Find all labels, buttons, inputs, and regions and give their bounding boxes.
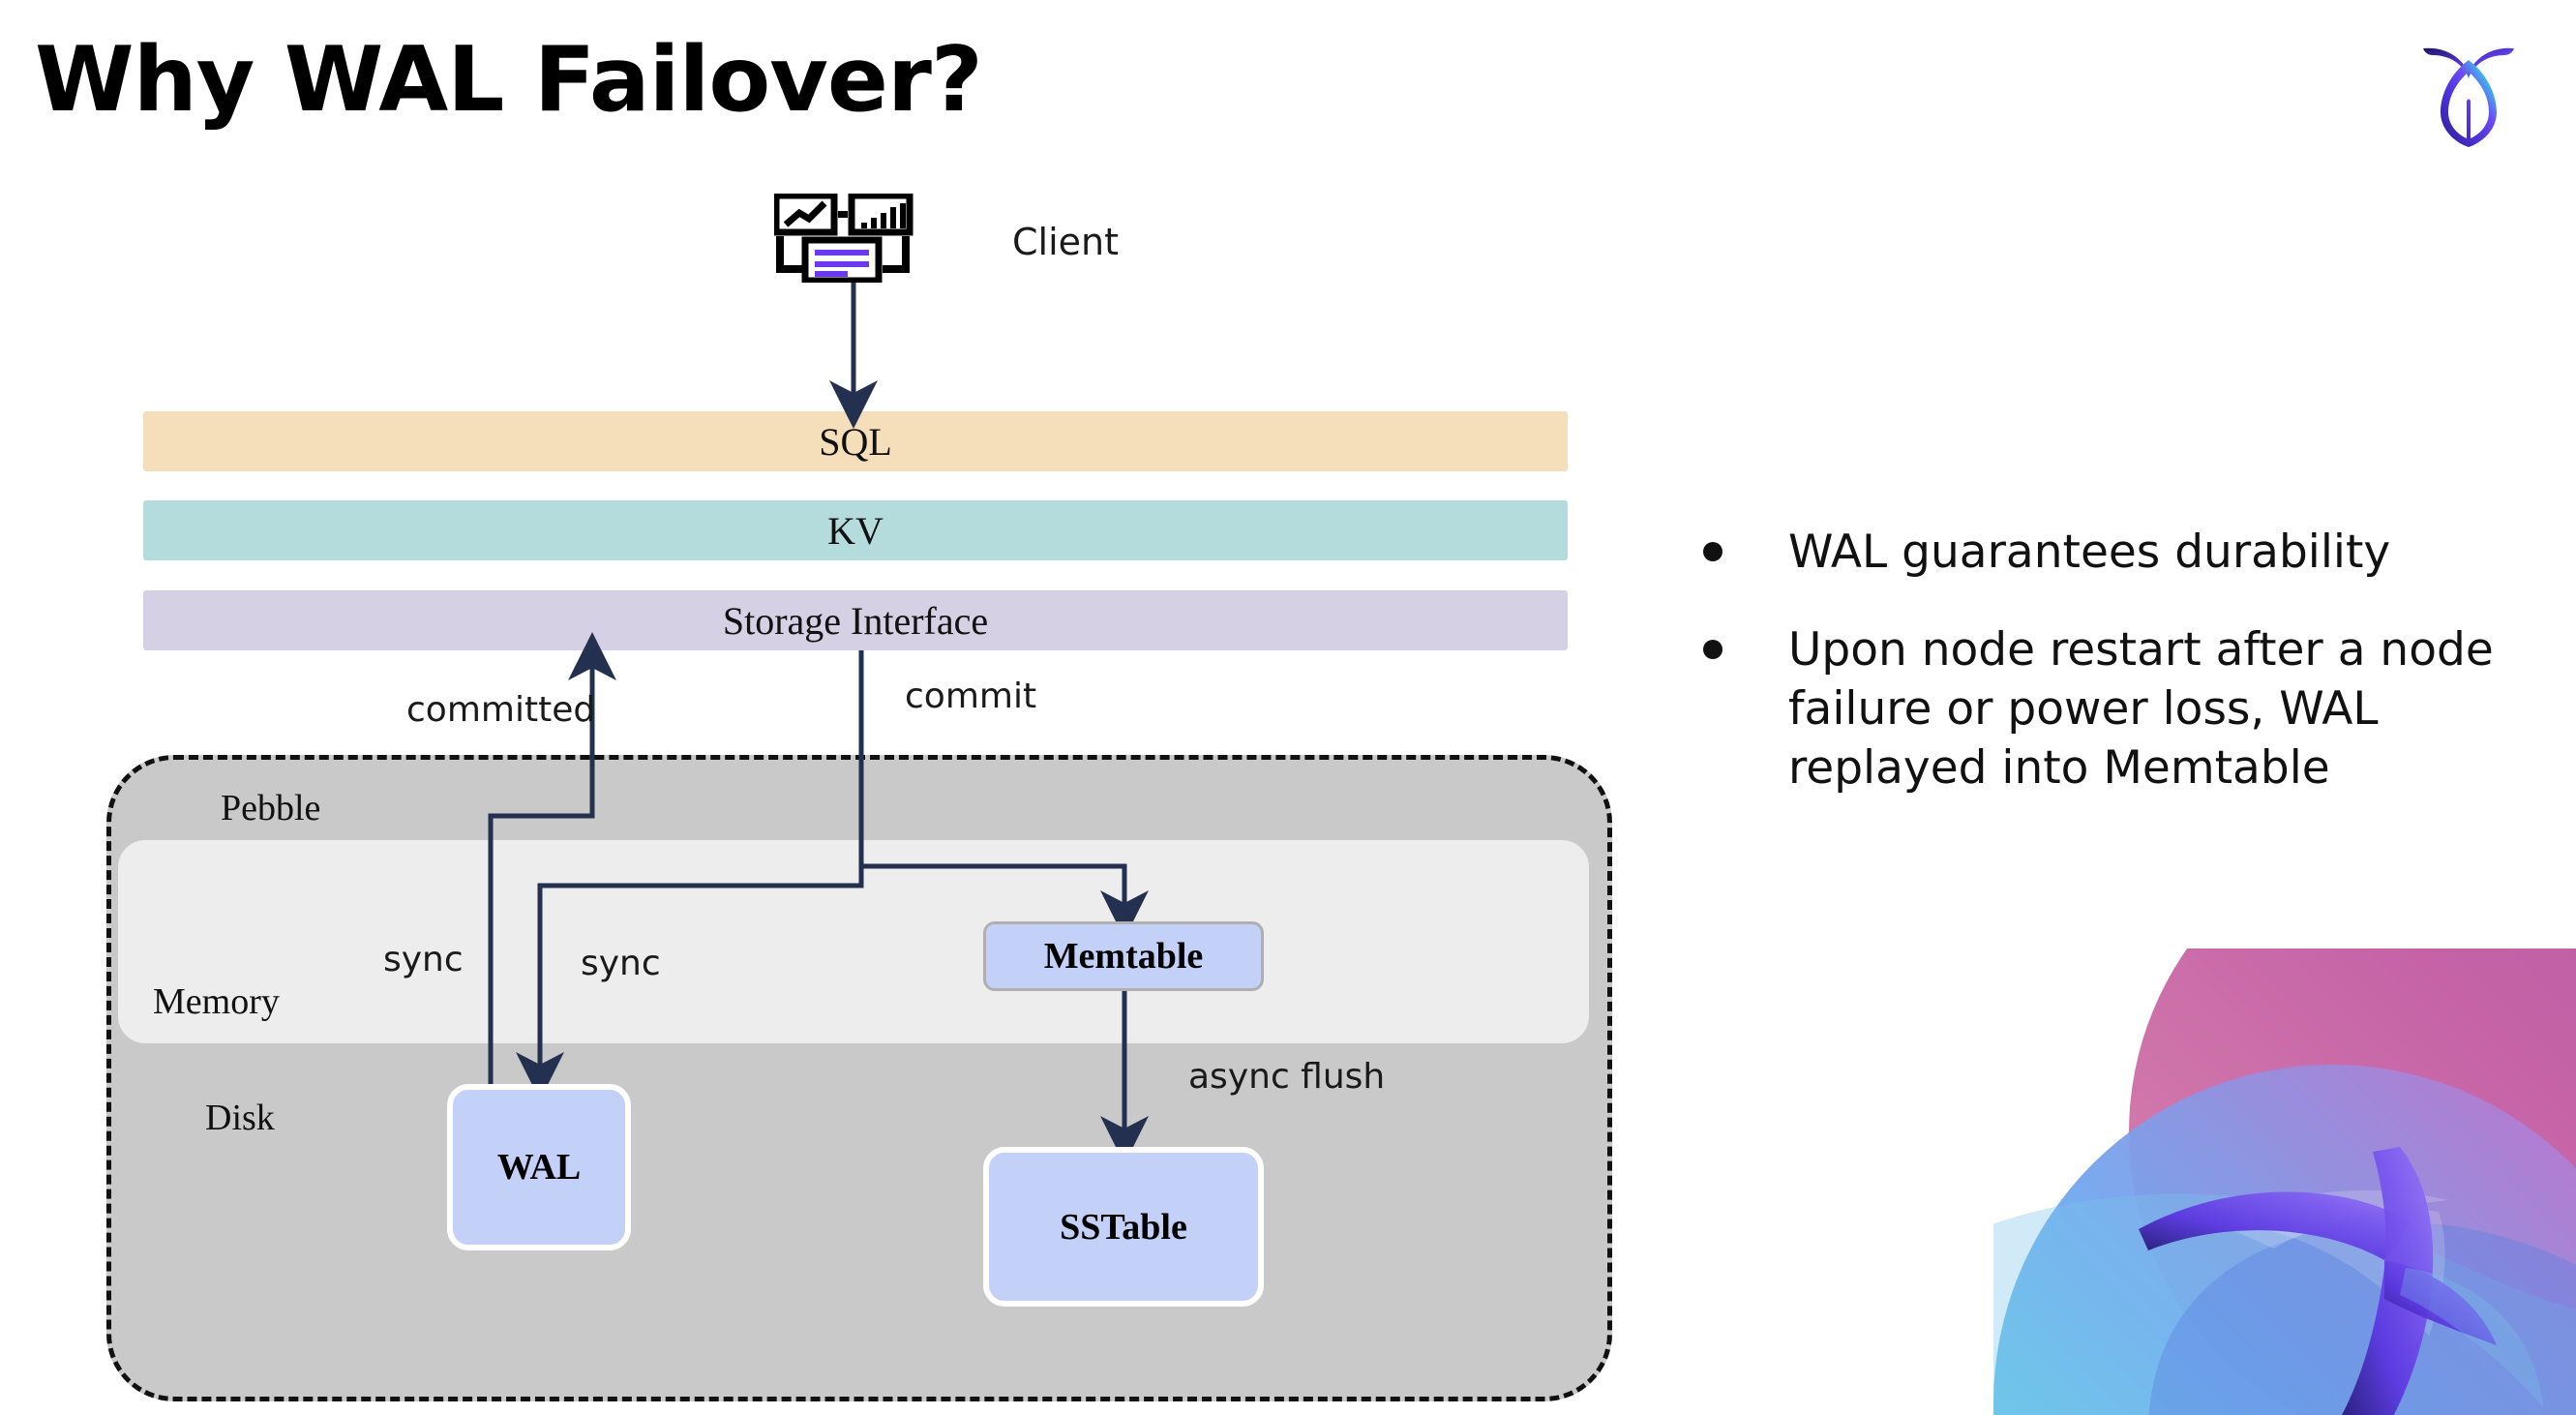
edge-label-committed: committed xyxy=(406,690,596,730)
memory-label: Memory xyxy=(153,981,280,1022)
layer-bar-storage-interface: Storage Interface xyxy=(143,590,1568,650)
edge-label-async-flush: async flush xyxy=(1188,1057,1386,1097)
edge-label-sync-right: sync xyxy=(581,944,661,983)
edge-label-sync-left: sync xyxy=(383,940,464,979)
client-label: Client xyxy=(1012,221,1120,263)
bullet-list: WAL guarantees durability Upon node rest… xyxy=(1703,523,2535,836)
analytics-dashboard-icon xyxy=(772,192,927,285)
bullet-dot-icon xyxy=(1703,542,1722,561)
cockroachdb-watermark xyxy=(1993,948,2576,1415)
bullet-text: WAL guarantees durability xyxy=(1788,526,2391,579)
list-item: Upon node restart after a node failure o… xyxy=(1703,620,2535,798)
memory-region xyxy=(118,840,1589,1043)
edge-label-commit: commit xyxy=(905,677,1037,716)
bullet-dot-icon xyxy=(1703,640,1722,660)
cockroachdb-logo xyxy=(2415,33,2522,149)
layer-bar-kv: KV xyxy=(143,500,1568,560)
page-title: Why WAL Failover? xyxy=(35,27,983,132)
node-sstable: SSTable xyxy=(983,1147,1264,1307)
layer-bar-sql: SQL xyxy=(143,411,1568,471)
list-item: WAL guarantees durability xyxy=(1703,523,2535,582)
node-wal: WAL xyxy=(447,1084,631,1250)
pebble-label: Pebble xyxy=(221,788,321,828)
bullet-text: Upon node restart after a node failure o… xyxy=(1788,623,2494,796)
disk-label: Disk xyxy=(205,1098,275,1138)
node-memtable: Memtable xyxy=(983,921,1264,991)
